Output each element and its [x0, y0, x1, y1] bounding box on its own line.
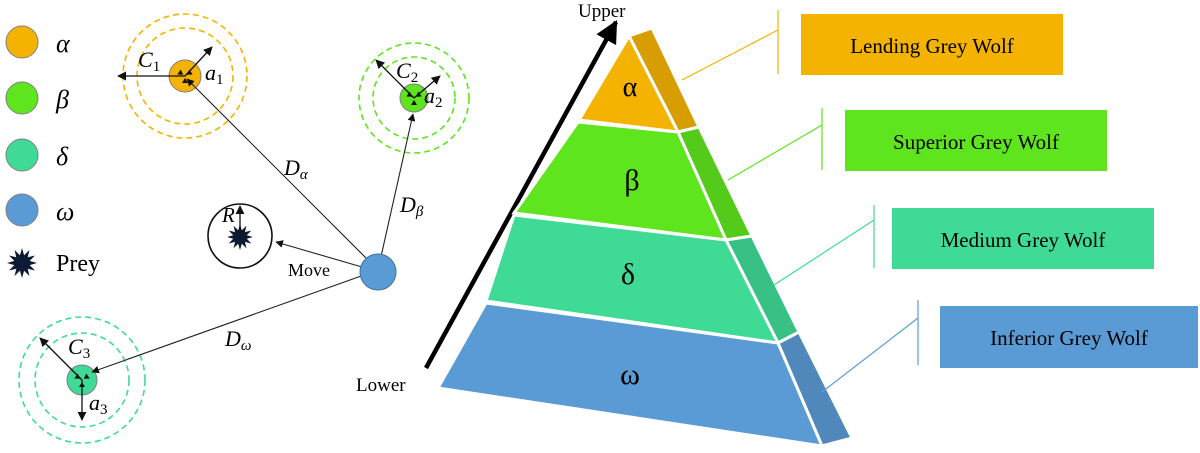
connector-delta: [773, 219, 875, 286]
d-beta-label: Dβ: [399, 192, 424, 220]
delta-inner-arrows: [74, 373, 90, 387]
prey-group: R: [207, 203, 273, 269]
delta-c3-label: C3: [68, 334, 90, 362]
label-text-alpha: Lending Grey Wolf: [850, 34, 1014, 58]
d-beta-line: [377, 113, 416, 271]
legend-omega-label: ω: [56, 197, 74, 226]
d-alpha-label: Dα: [283, 155, 309, 183]
beta-c2-label: C2: [396, 58, 418, 86]
delta-c3-arrow: [39, 337, 83, 381]
label-text-omega: Inferior Grey Wolf: [990, 326, 1148, 350]
move-arrow: [275, 240, 363, 268]
alpha-c1-label: C1: [138, 47, 160, 75]
hierarchy-axis-arrow: [424, 20, 618, 370]
label-text-delta: Medium Grey Wolf: [941, 228, 1106, 252]
hierarchy-pyramid: Upper Lower α β δ ω Lending Grey Wolf Su…: [356, 1, 1198, 448]
pyramid-alpha-symbol: α: [623, 72, 638, 103]
wolf-direction-arrowhead: [411, 100, 417, 105]
beta-a2-label: a2: [424, 83, 443, 111]
wolf-direction-arrowhead: [79, 382, 85, 387]
wolf-direction-arrowhead: [186, 69, 193, 75]
wolf-direction-arrowhead: [177, 69, 184, 75]
beta-inner-ring: [372, 56, 456, 140]
legend: α β δ ω Prey: [5, 25, 100, 278]
wolf-direction-arrowhead: [182, 78, 188, 83]
wolf-direction-arrowhead: [415, 91, 422, 97]
delta-a3-label: a3: [89, 390, 108, 418]
legend-prey-icon: [7, 248, 37, 278]
d-omega-line: [91, 269, 379, 374]
legend-delta-label: δ: [56, 142, 69, 171]
delta-outer-ring: [18, 316, 146, 444]
delta-wolf-group: C3 a3: [18, 316, 146, 444]
d-omega-label: Dω: [224, 326, 251, 354]
legend-omega-swatch: [5, 193, 39, 227]
connector-omega: [821, 317, 919, 393]
pyramid-beta-symbol: β: [624, 164, 639, 197]
pyramid-delta-symbol: δ: [621, 258, 635, 291]
beta-wolf-group: C2 a2: [358, 42, 470, 154]
wolf-direction-arrowhead: [83, 373, 90, 379]
prey-boundary-circle: [207, 203, 273, 269]
label-text-beta: Superior Grey Wolf: [893, 130, 1059, 154]
label-box-delta: [892, 208, 1154, 269]
legend-beta-swatch: [5, 81, 39, 115]
beta-outer-ring: [358, 42, 470, 154]
omega-wolf-dot: [359, 253, 397, 291]
lower-label: Lower: [356, 375, 406, 396]
move-label: Move: [288, 260, 330, 280]
alpha-inner-arrows: [177, 69, 193, 83]
wolf-direction-arrowhead: [406, 91, 413, 97]
legend-beta-label: β: [55, 85, 69, 114]
pyramid-omega-symbol: ω: [620, 358, 640, 391]
legend-delta-swatch: [5, 138, 39, 172]
prey-icon: [227, 224, 253, 250]
pyramid-omega-front: [435, 301, 825, 448]
label-box-omega: [940, 306, 1198, 368]
connector-beta: [727, 124, 823, 181]
wolf-direction-arrowhead: [74, 373, 81, 379]
prey-r-label: R: [221, 203, 235, 227]
label-box-beta: [845, 110, 1107, 171]
connector-alpha: [681, 29, 779, 81]
beta-inner-arrows: [406, 91, 422, 105]
beta-c2-arrow: [375, 59, 415, 99]
delta-inner-ring: [34, 332, 130, 428]
legend-alpha-swatch: [5, 25, 39, 59]
upper-label: Upper: [578, 1, 626, 22]
alpha-a1-label: a1: [205, 60, 224, 88]
d-alpha-line: [186, 78, 379, 271]
label-box-alpha: [801, 14, 1063, 75]
legend-prey-label: Prey: [56, 251, 100, 277]
omega-wolf-group: Dα Dβ Dω Move: [91, 78, 424, 374]
legend-alpha-label: α: [56, 29, 71, 58]
